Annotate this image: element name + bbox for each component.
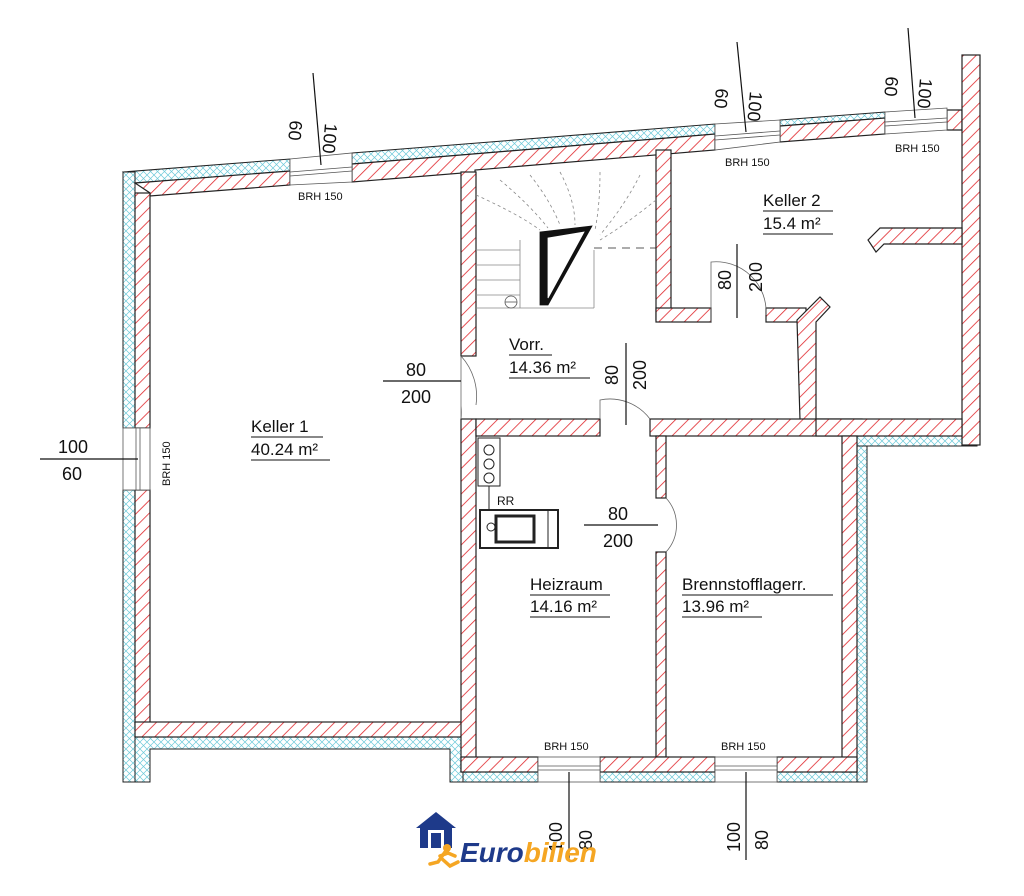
room-keller2: Keller 2 15.4 m² [763, 191, 833, 235]
boiler-equipment [477, 437, 559, 549]
room-heizraum-name: Heizraum [530, 575, 603, 594]
window-bottom-left-width: 100 [546, 822, 566, 852]
window-dims-top-mid: 100 60 BRH 150 [710, 88, 769, 169]
window-top-mid-height: 60 [710, 88, 732, 110]
window-left-brh: BRH 150 [161, 441, 173, 486]
door-vorr-height: 200 [630, 360, 650, 390]
window-top-mid-brh: BRH 150 [725, 157, 770, 169]
window-dims-top-right: 100 60 BRH 150 [880, 76, 939, 155]
door-dims-keller1: 80 200 [401, 360, 431, 407]
eurobilien-logo: Eurobilien [416, 812, 597, 869]
door-vorr-width: 80 [602, 365, 622, 385]
window-top-right-height: 60 [880, 76, 902, 98]
boiler-label: RR [497, 494, 515, 508]
door-dims-keller2: 80 200 [715, 262, 766, 292]
door-keller1-width: 80 [406, 360, 426, 380]
window-dims-top-left: 100 60 BRH 150 [284, 120, 342, 203]
walls [133, 54, 981, 773]
window-bottom-right-height: 80 [752, 830, 772, 850]
door-keller2-height: 200 [746, 262, 766, 292]
room-heizraum: Heizraum 14.16 m² [530, 575, 610, 618]
room-keller1-name: Keller 1 [251, 417, 309, 436]
door-swings [460, 261, 767, 553]
runner-icon [428, 844, 460, 869]
room-keller1: Keller 1 40.24 m² [251, 417, 330, 461]
window-bottom-left-brh: BRH 150 [544, 741, 589, 753]
logo-text-euro: Euro [460, 837, 524, 868]
room-brennstoff: Brennstofflagerr. 13.96 m² [682, 575, 833, 618]
window-dims-bottom-right: 100 80 BRH 150 [721, 741, 772, 852]
window-top-left [289, 152, 353, 186]
window-left-height: 60 [62, 464, 82, 484]
window-top-right-brh: BRH 150 [895, 143, 940, 155]
window-top-right-width: 100 [913, 78, 936, 110]
door-dims-vorr: 80 200 [602, 360, 650, 390]
window-top-left-width: 100 [318, 123, 341, 155]
window-top-right [884, 107, 948, 135]
windows [122, 107, 948, 783]
window-dims-left: 100 60 BRH 150 [58, 437, 173, 486]
logo-text-bilien: bilien [524, 837, 597, 868]
window-top-mid-width: 100 [743, 91, 766, 123]
room-vorr: Vorr. 14.36 m² [509, 335, 590, 379]
staircase [475, 171, 657, 309]
door-keller1-height: 200 [401, 387, 431, 407]
room-vorr-name: Vorr. [509, 335, 544, 354]
window-bottom-right-width: 100 [724, 822, 744, 852]
dimension-lines [40, 27, 916, 860]
window-dims-bottom-left: 100 80 BRH 150 [544, 741, 596, 852]
house-icon [416, 812, 456, 848]
door-dims-brennstoff: 80 200 [603, 504, 633, 551]
room-keller1-area: 40.24 m² [251, 440, 318, 459]
window-top-mid [714, 119, 781, 151]
room-brennstoff-name: Brennstofflagerr. [682, 575, 806, 594]
room-keller2-name: Keller 2 [763, 191, 821, 210]
window-left-width: 100 [58, 437, 88, 457]
door-brennstoff-width: 80 [608, 504, 628, 524]
window-top-left-brh: BRH 150 [298, 191, 343, 203]
svg-text:Eurobilien: Eurobilien [460, 837, 597, 868]
room-brennstoff-area: 13.96 m² [682, 597, 749, 616]
room-vorr-area: 14.36 m² [509, 358, 576, 377]
window-bottom-left-height: 80 [576, 830, 596, 850]
room-heizraum-area: 14.16 m² [530, 597, 597, 616]
door-brennstoff-height: 200 [603, 531, 633, 551]
window-bottom-right-brh: BRH 150 [721, 741, 766, 753]
room-keller2-area: 15.4 m² [763, 214, 821, 233]
door-keller2-width: 80 [715, 270, 735, 290]
window-top-left-height: 60 [284, 120, 306, 142]
